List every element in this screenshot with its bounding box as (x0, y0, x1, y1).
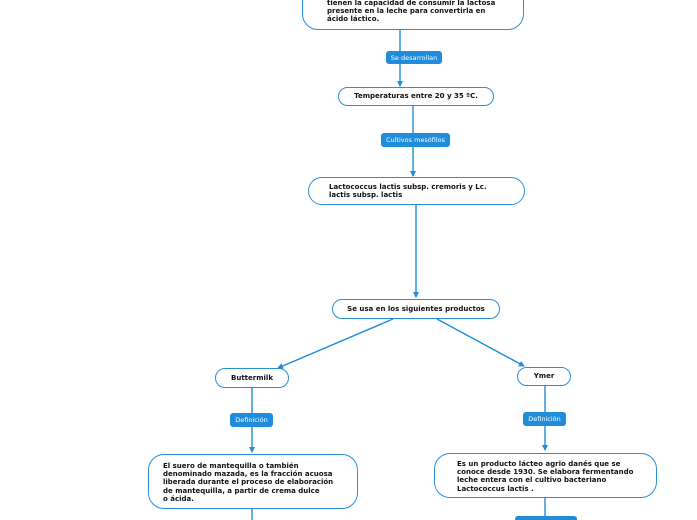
node-ymer[interactable]: Ymer (517, 367, 571, 386)
connector-products-buttermilk (277, 318, 394, 369)
tag-definition-ymer[interactable]: Definición (523, 412, 566, 426)
node-intro[interactable]: tienen la capacidad de consumir la lacto… (302, 0, 524, 30)
node-species[interactable]: Lactococcus lactis subsp. cremoris y Lc.… (308, 177, 525, 205)
node-buttermilk-definition[interactable]: El suero de mantequilla o también denomi… (148, 454, 358, 509)
node-ymer-definition[interactable]: Es un producto lácteo agrio danés que se… (434, 453, 657, 498)
tag-develop[interactable]: Se desarrollan (386, 51, 442, 64)
node-buttermilk[interactable]: Buttermilk (215, 368, 289, 388)
partial-next-node (515, 516, 577, 520)
connector-products-ymer (436, 318, 525, 367)
tag-mesophilic[interactable]: Cultivos mesófilos (381, 133, 450, 147)
node-temperatures[interactable]: Temperaturas entre 20 y 35 ºC. (338, 87, 494, 106)
node-products[interactable]: Se usa en los siguientes productos (332, 299, 500, 319)
tag-definition-buttermilk[interactable]: Definición (230, 413, 273, 427)
